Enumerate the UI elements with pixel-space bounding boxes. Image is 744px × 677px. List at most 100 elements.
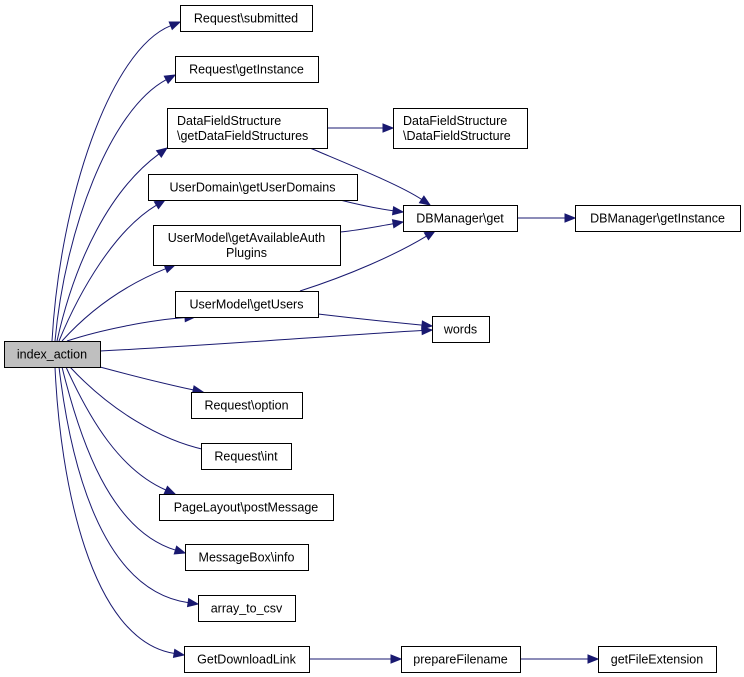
edge-line [299,235,427,292]
node-req-getInstance[interactable]: Request\getInstance [175,56,319,83]
node-prepareFilename[interactable]: prepareFilename [401,646,521,673]
node-label: \DataFieldStructure [403,129,511,143]
arrowhead-icon [421,320,434,330]
node-box[interactable] [175,291,319,318]
node-box[interactable] [191,392,303,419]
node-label: array_to_csv [211,602,283,616]
node-option[interactable]: Request\option [191,392,303,419]
edge-db_get-to-db_getInstance [517,213,577,223]
edge-getAvailableAuthPlugins-to-db_get [339,219,405,233]
arrowhead-icon [391,219,405,229]
edge-index_action-to-req_getInstance [54,74,177,342]
node-label: DataFieldStructure [403,114,507,128]
node-label: UserModel\getUsers [190,298,304,312]
edge-line [61,268,166,342]
arrowhead-icon [163,264,177,274]
node-words[interactable]: words [432,316,490,343]
node-postMessage[interactable]: PageLayout\postMessage [159,494,334,521]
node-label: words [443,323,477,337]
node-label: Request\int [214,450,278,464]
arrowhead-icon [391,205,405,216]
node-label: DataFieldStructure [177,114,281,128]
node-label: prepareFilename [413,653,508,667]
node-box[interactable] [4,341,101,368]
node-getDataFieldStructures[interactable]: DataFieldStructure\getDataFieldStructure… [167,108,328,149]
node-info[interactable]: MessageBox\info [185,544,309,571]
node-box[interactable] [403,205,518,232]
node-box[interactable] [153,225,341,266]
edge-line [99,366,194,391]
edge-line [69,366,206,451]
node-int[interactable]: Request\int [201,443,292,470]
node-GetDownloadLink[interactable]: GetDownloadLink [184,646,310,673]
node-box[interactable] [167,108,328,149]
edge-line [339,223,394,233]
edge-line [54,79,167,342]
edge-index_action-to-postMessage [65,366,177,495]
node-label: getFileExtension [611,653,703,667]
edge-index_action-to-array_to_csv [58,366,200,608]
edge-getDataFieldStructures-to-DataFieldStructure [326,123,395,133]
edge-line [58,366,189,604]
arrowhead-icon [173,545,187,555]
edge-getUsers-to-words [317,313,434,330]
arrowhead-icon [382,123,395,133]
edge-index_action-to-getDataFieldStructures [56,147,169,342]
edges-layer [51,21,600,664]
edge-index_action-to-getUserDomains [58,199,167,342]
arrowhead-icon [418,195,432,206]
edge-line [61,366,176,551]
node-label: PageLayout\postMessage [174,501,319,515]
node-db-get[interactable]: DBManager\get [403,205,518,232]
node-label: Plugins [226,246,267,260]
edge-GetDownloadLink-to-prepareFilename [308,654,403,664]
arrowhead-icon [587,654,600,664]
node-label: Request\option [204,399,288,413]
arrowhead-icon [423,230,437,241]
arrowhead-icon [163,74,177,85]
node-label: Request\submitted [194,12,298,26]
edge-line [65,366,167,491]
edge-line [99,330,423,352]
node-label: MessageBox\info [199,551,295,565]
node-box[interactable] [184,646,310,673]
node-box[interactable] [159,494,334,521]
edge-index_action-to-words [99,325,434,352]
node-submitted[interactable]: Request\submitted [180,5,313,32]
node-DataFieldStructure[interactable]: DataFieldStructure\DataFieldStructure [393,108,528,149]
node-box[interactable] [401,646,521,673]
edge-line [309,147,422,200]
node-box[interactable] [575,205,741,232]
node-db-getInstance[interactable]: DBManager\getInstance [575,205,741,232]
arrowhead-icon [155,147,169,159]
node-box[interactable] [198,595,296,622]
node-box[interactable] [175,56,319,83]
node-box[interactable] [598,646,717,673]
arrowhead-icon [186,597,200,608]
edge-index_action-to-submitted [51,21,182,342]
edge-prepareFilename-to-getFileExtension [519,654,600,664]
node-array-to-csv[interactable]: array_to_csv [198,595,296,622]
node-box[interactable] [180,5,313,32]
node-label: index_action [17,348,87,362]
edge-line [339,199,394,212]
arrowhead-icon [390,654,403,664]
node-box[interactable] [185,544,309,571]
edge-getUserDomains-to-db_get [339,199,405,216]
node-label: GetDownloadLink [197,653,296,667]
node-index-action[interactable]: index_action [4,341,101,368]
node-getFileExtension[interactable]: getFileExtension [598,646,717,673]
node-box[interactable] [432,316,490,343]
node-box[interactable] [393,108,528,149]
edge-line [51,25,171,342]
edge-index_action-to-getAvailableAuthPlugins [61,264,177,342]
node-box[interactable] [201,443,292,470]
nodes-layer: index_action Request\submittedRequest\get… [4,5,741,673]
node-getUserDomains[interactable]: UserDomain\getUserDomains [148,174,358,201]
node-getUsers[interactable]: UserModel\getUsers [175,291,319,318]
node-box[interactable] [148,174,358,201]
node-label: DBManager\getInstance [590,212,725,226]
edge-line [58,204,157,342]
